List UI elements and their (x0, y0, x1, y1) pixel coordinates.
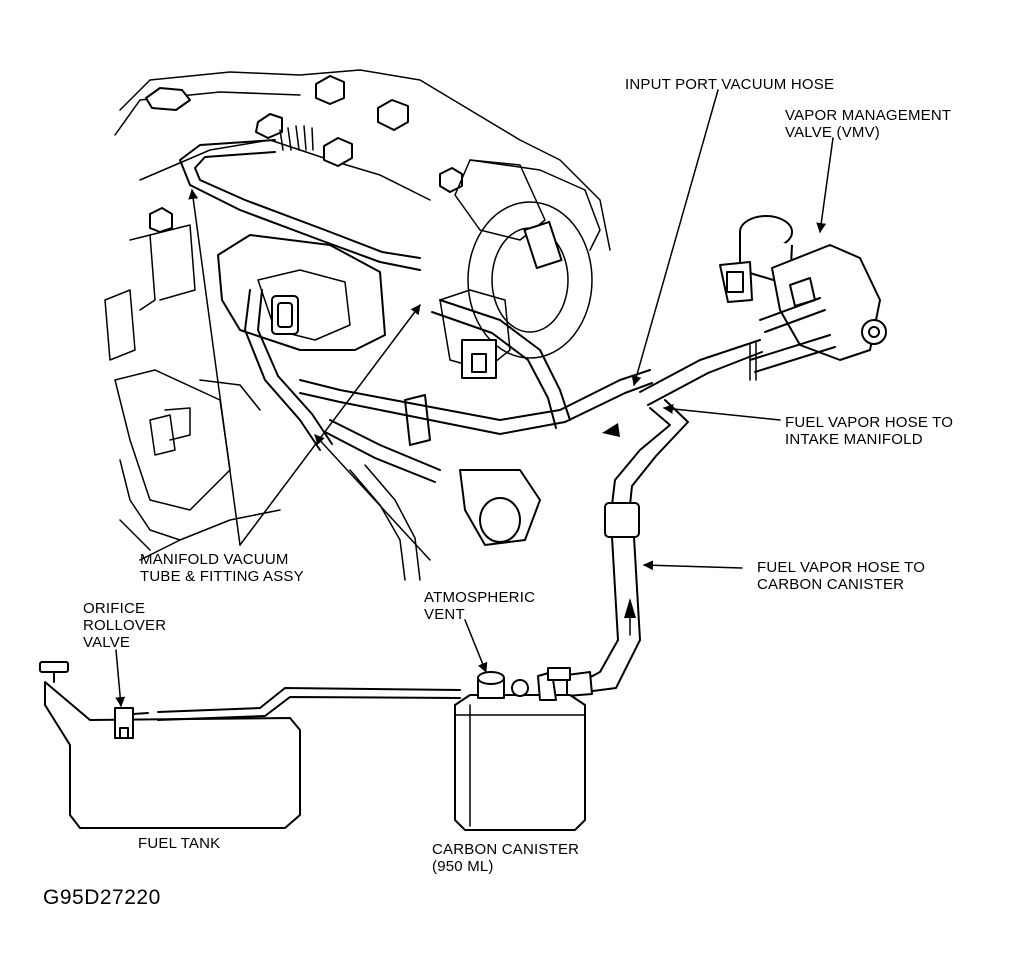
label-vapor-management-valve: VAPOR MANAGEMENT VALVE (VMV) (785, 107, 952, 141)
flow-arrow-left (602, 423, 620, 437)
flow-arrow-up (624, 598, 636, 618)
fuel-vapor-hoses (566, 339, 763, 697)
label-atmospheric-vent: ATMOSPHERIC VENT (424, 589, 536, 623)
carbon-canister (454, 667, 586, 831)
label-fuel-vapor-hose-canister: FUEL VAPOR HOSE TO CARBON CANISTER (757, 559, 926, 593)
figure-code: G95D27220 (43, 886, 161, 909)
label-carbon-canister: CARBON CANISTER (950 ML) (432, 841, 580, 875)
leader-lines (115, 89, 834, 707)
label-orifice-rollover-valve: ORIFICE ROLLOVER VALVE (83, 600, 167, 651)
label-manifold-vacuum-tube: MANIFOLD VACUUM TUBE & FITTING ASSY (140, 551, 304, 585)
label-input-port-vacuum-hose: INPUT PORT VACUUM HOSE (625, 76, 835, 93)
label-fuel-tank: FUEL TANK (138, 835, 221, 852)
label-fuel-vapor-hose-intake: FUEL VAPOR HOSE TO INTAKE MANIFOLD (785, 414, 954, 448)
engine-assembly (104, 69, 653, 581)
fuel-tank (39, 661, 461, 829)
vapor-management-valve (719, 215, 887, 373)
